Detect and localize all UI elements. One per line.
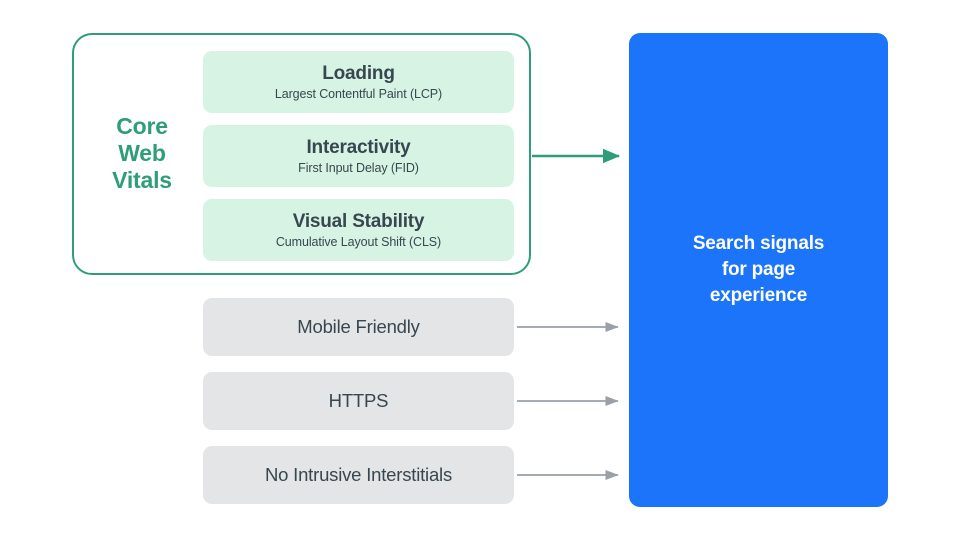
core-web-vitals-group bbox=[72, 33, 531, 275]
metric-card-visual-stability: Visual Stability Cumulative Layout Shift… bbox=[203, 199, 514, 261]
metric-title: Interactivity bbox=[306, 136, 411, 158]
output-box-search-signals: Search signals for page experience bbox=[629, 33, 888, 507]
metric-title: Visual Stability bbox=[292, 210, 425, 232]
signal-card-no-intrusive-interstitials: No Intrusive Interstitials bbox=[203, 446, 514, 504]
metric-title: Loading bbox=[322, 62, 395, 84]
signal-card-mobile-friendly: Mobile Friendly bbox=[203, 298, 514, 356]
metric-card-loading: Loading Largest Contentful Paint (LCP) bbox=[203, 51, 514, 113]
core-web-vitals-label: Core Web Vitals bbox=[112, 113, 172, 193]
metric-subtitle: First Input Delay (FID) bbox=[298, 160, 419, 175]
metric-card-interactivity: Interactivity First Input Delay (FID) bbox=[203, 125, 514, 187]
output-box-label: Search signals for page experience bbox=[692, 233, 825, 306]
metric-subtitle: Cumulative Layout Shift (CLS) bbox=[275, 234, 442, 249]
signal-title: HTTPS bbox=[328, 390, 389, 411]
signal-title: No Intrusive Interstitials bbox=[264, 464, 453, 485]
signal-title: Mobile Friendly bbox=[297, 316, 420, 337]
metric-subtitle: Largest Contentful Paint (LCP) bbox=[274, 86, 443, 101]
signal-card-https: HTTPS bbox=[203, 372, 514, 430]
